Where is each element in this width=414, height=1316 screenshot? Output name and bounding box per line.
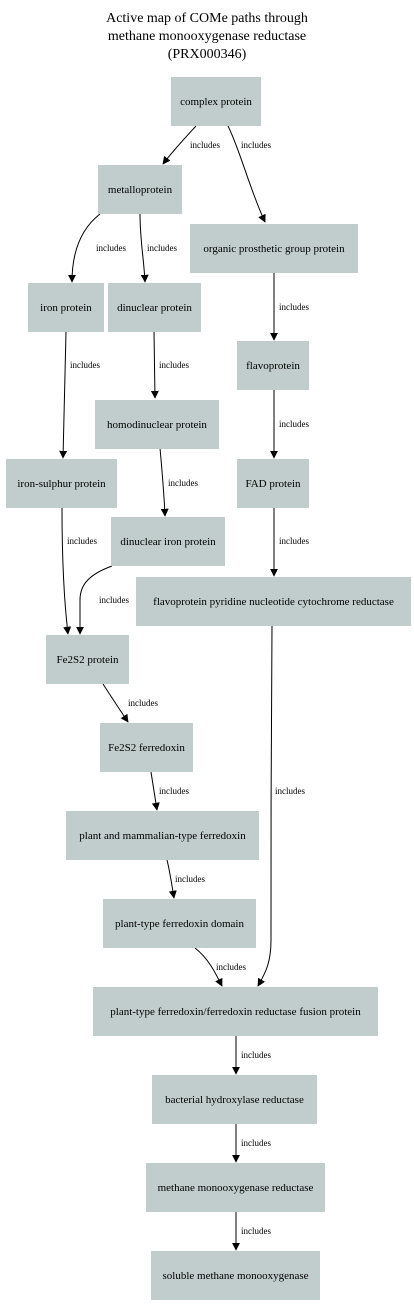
edge-homodinuclear-dinuclear-iron <box>159 447 169 517</box>
node-flavoprotein[interactable]: flavoprotein <box>237 341 309 390</box>
edge-label: includes <box>168 478 198 488</box>
edge-dinuclear-iron-fe2s2 <box>76 565 113 635</box>
node-plant-type-ferredoxin-reductase-fusion-protein[interactable]: plant-type ferredoxin/ferredoxin reducta… <box>93 987 378 1036</box>
edge-label: includes <box>159 360 189 370</box>
node-fe2s2-protein[interactable]: Fe2S2 protein <box>46 635 129 684</box>
edge-label: includes <box>241 1226 271 1236</box>
node-iron-protein[interactable]: iron protein <box>28 283 104 332</box>
edge-label: includes <box>159 786 189 796</box>
edge-label: includes <box>275 786 305 796</box>
node-fe2s2-ferredoxin[interactable]: Fe2S2 ferredoxin <box>100 723 193 772</box>
edge-metallo-iron <box>68 213 101 283</box>
edge-label: includes <box>190 140 220 150</box>
node-organic-prosthetic-group-protein[interactable]: organic prosthetic group protein <box>190 224 358 273</box>
node-plant-type-ferredoxin-domain[interactable]: plant-type ferredoxin domain <box>103 899 256 948</box>
edge-label: includes <box>67 536 97 546</box>
edge-label: includes <box>99 595 129 605</box>
node-bacterial-hydroxylase-reductase[interactable]: bacterial hydroxylase reductase <box>152 1075 317 1124</box>
edge-ironsulphur-fe2s2 <box>61 507 72 635</box>
edge-label: includes <box>147 243 177 253</box>
node-dinuclear-protein[interactable]: dinuclear protein <box>108 283 201 332</box>
edge-label: includes <box>241 140 271 150</box>
edge-domain-fusion <box>194 947 223 987</box>
edge-complex-metallo <box>162 125 197 165</box>
edge-ferredoxin-plant-mammalian <box>150 771 160 811</box>
edge-label: includes <box>70 360 100 370</box>
edge-label: includes <box>279 302 309 312</box>
edge-label: includes <box>241 1138 271 1148</box>
diagram-title-line3: (PRX000346) <box>167 47 247 62</box>
diagram-title-line2: methane monooxygenase reductase <box>107 29 307 44</box>
edge-label: includes <box>279 419 309 429</box>
node-iron-sulphur-protein[interactable]: iron-sulphur protein <box>6 459 117 508</box>
edge-label: includes <box>279 536 309 546</box>
edge-plant-mammalian-domain <box>166 859 177 899</box>
node-fad-protein[interactable]: FAD protein <box>237 459 309 508</box>
diagram-title-line1: Active map of COMe paths through <box>106 11 308 26</box>
node-dinuclear-iron-protein[interactable]: dinuclear iron protein <box>111 517 225 566</box>
edge-label: includes <box>241 1050 271 1060</box>
node-flavoprotein-pyridine-nucleotide-cytochrome-reductase[interactable]: flavoprotein pyridine nucleotide cytochr… <box>136 577 411 626</box>
edge-label: includes <box>128 698 158 708</box>
node-homodinuclear-protein[interactable]: homodinuclear protein <box>95 400 219 449</box>
edge-label: includes <box>175 874 205 884</box>
edge-label: includes <box>216 962 246 972</box>
edge-dinuclear-homodinuclear <box>150 331 159 399</box>
edge-complex-organic <box>227 125 266 223</box>
node-soluble-methane-monooxygenase[interactable]: soluble methane monooxygenase <box>151 1251 320 1300</box>
edge-flavo-pyridine-fusion <box>257 625 273 987</box>
edge-label: includes <box>96 243 126 253</box>
edge-iron-ironsulphur <box>59 331 68 459</box>
node-plant-and-mammalian-type-ferredoxin[interactable]: plant and mammalian-type ferredoxin <box>66 811 259 860</box>
node-methane-monooxygenase-reductase[interactable]: methane monooxygenase reductase <box>146 1163 325 1212</box>
edge-fe2s2protein-ferredoxin <box>102 683 129 723</box>
node-complex-protein[interactable]: complex protein <box>171 77 261 126</box>
node-metalloprotein[interactable]: metalloprotein <box>98 165 182 214</box>
edge-metallo-dinuclear <box>139 213 149 283</box>
